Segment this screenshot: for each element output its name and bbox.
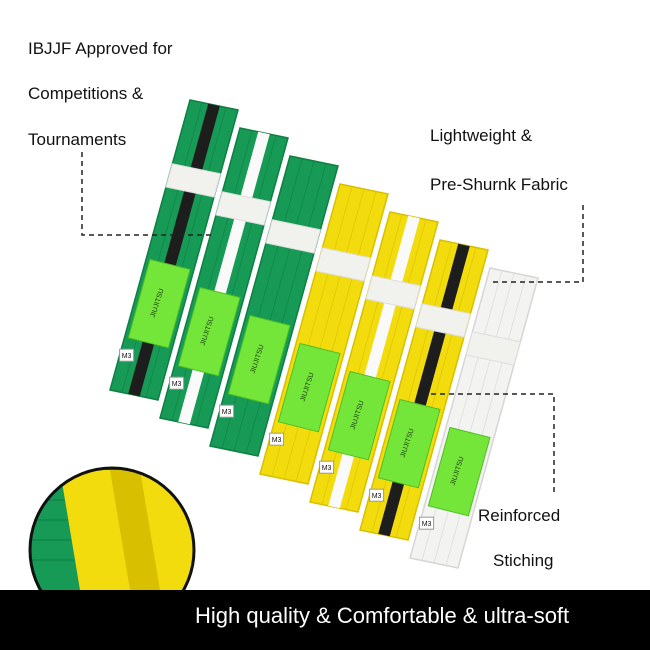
leader-line-lightweight	[492, 205, 584, 283]
size-label-box	[269, 432, 285, 446]
callout-reinforced-line-2: Stiching	[493, 551, 554, 570]
belt-label-tag	[127, 258, 191, 349]
paper-band	[365, 275, 422, 310]
size-label-box	[369, 488, 385, 502]
paper-band	[415, 303, 472, 338]
size-label: M3	[272, 437, 282, 444]
callout-leader-lines	[81, 152, 584, 492]
bottom-banner	[0, 590, 650, 650]
size-label-box	[219, 404, 235, 418]
leader-line-reinforced	[430, 393, 555, 492]
belt-label-tag	[227, 314, 291, 405]
paper-band	[165, 163, 222, 198]
paper-band	[465, 331, 522, 366]
belt-label-tag	[177, 286, 241, 377]
callout-approved-line-3: Tournaments	[28, 130, 127, 149]
callout-lightweight-line-1: Lightweight &	[430, 126, 533, 145]
size-label-box	[419, 516, 435, 530]
size-label-box	[119, 348, 135, 362]
size-label: M3	[372, 493, 382, 500]
callout-approved-line-2: Competitions &	[28, 84, 144, 103]
banner-text: High quality & Comfortable & ultra-soft	[195, 603, 570, 628]
paper-band	[315, 247, 372, 282]
paper-band	[215, 191, 272, 226]
size-label: M3	[172, 381, 182, 388]
belt-label-tag	[427, 426, 491, 517]
paper-band	[265, 219, 322, 254]
callout-lightweight-line-2: Pre-Shurnk Fabric	[430, 175, 568, 194]
belt-label-tag	[277, 342, 341, 433]
callout-approved-line-1: IBJJF Approved for	[28, 39, 173, 58]
belt-label-tag	[377, 398, 441, 489]
size-label: M3	[422, 521, 432, 528]
size-label-box	[169, 376, 185, 390]
callout-reinforced-line-1: Reinforced	[478, 506, 561, 525]
size-label: M3	[322, 465, 332, 472]
size-label: M3	[222, 409, 232, 416]
size-label-box	[319, 460, 335, 474]
size-label: M3	[122, 353, 132, 360]
leader-line-approved	[81, 152, 212, 236]
belt-label-tag	[327, 370, 391, 461]
